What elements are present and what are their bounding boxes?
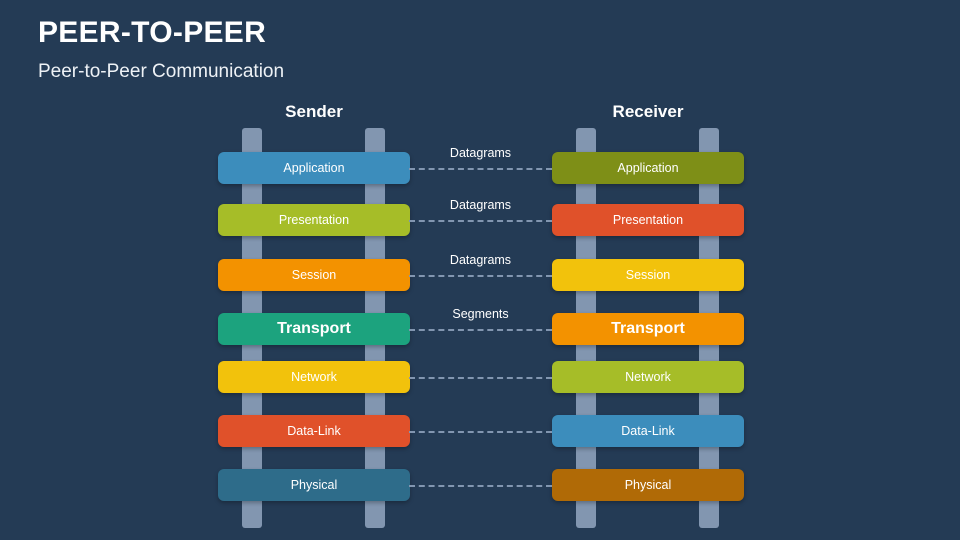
connector-line-3 — [409, 275, 552, 277]
sender-layer-session[interactable]: Session — [218, 259, 410, 291]
receiver-layer-physical[interactable]: Physical — [552, 469, 744, 501]
page-title: PEER-TO-PEER — [38, 16, 267, 49]
connector-label-1: Datagrams — [449, 146, 512, 160]
receiver-layer-session[interactable]: Session — [552, 259, 744, 291]
receiver-column-heading: Receiver — [612, 102, 684, 121]
sender-layer-transport[interactable]: Transport — [218, 313, 410, 345]
receiver-layer-transport[interactable]: Transport — [552, 313, 744, 345]
connector-label-3: Datagrams — [449, 253, 512, 267]
sender-layer-physical[interactable]: Physical — [218, 469, 410, 501]
sender-column-heading: Sender — [285, 102, 343, 121]
connector-line-1 — [409, 168, 552, 170]
receiver-layer-data-link[interactable]: Data-Link — [552, 415, 744, 447]
page-subtitle: Peer-to-Peer Communication — [38, 61, 285, 82]
connector-line-7 — [409, 485, 552, 487]
sender-layer-data-link[interactable]: Data-Link — [218, 415, 410, 447]
sender-layer-network[interactable]: Network — [218, 361, 410, 393]
receiver-layer-network[interactable]: Network — [552, 361, 744, 393]
connector-line-6 — [409, 431, 552, 433]
sender-layer-application[interactable]: Application — [218, 152, 410, 184]
connector-line-2 — [409, 220, 552, 222]
receiver-layer-presentation[interactable]: Presentation — [552, 204, 744, 236]
connector-label-2: Datagrams — [449, 198, 512, 212]
connector-line-4 — [409, 329, 552, 331]
sender-layer-presentation[interactable]: Presentation — [218, 204, 410, 236]
connector-label-4: Segments — [452, 307, 509, 321]
receiver-layer-application[interactable]: Application — [552, 152, 744, 184]
connector-line-5 — [409, 377, 552, 379]
